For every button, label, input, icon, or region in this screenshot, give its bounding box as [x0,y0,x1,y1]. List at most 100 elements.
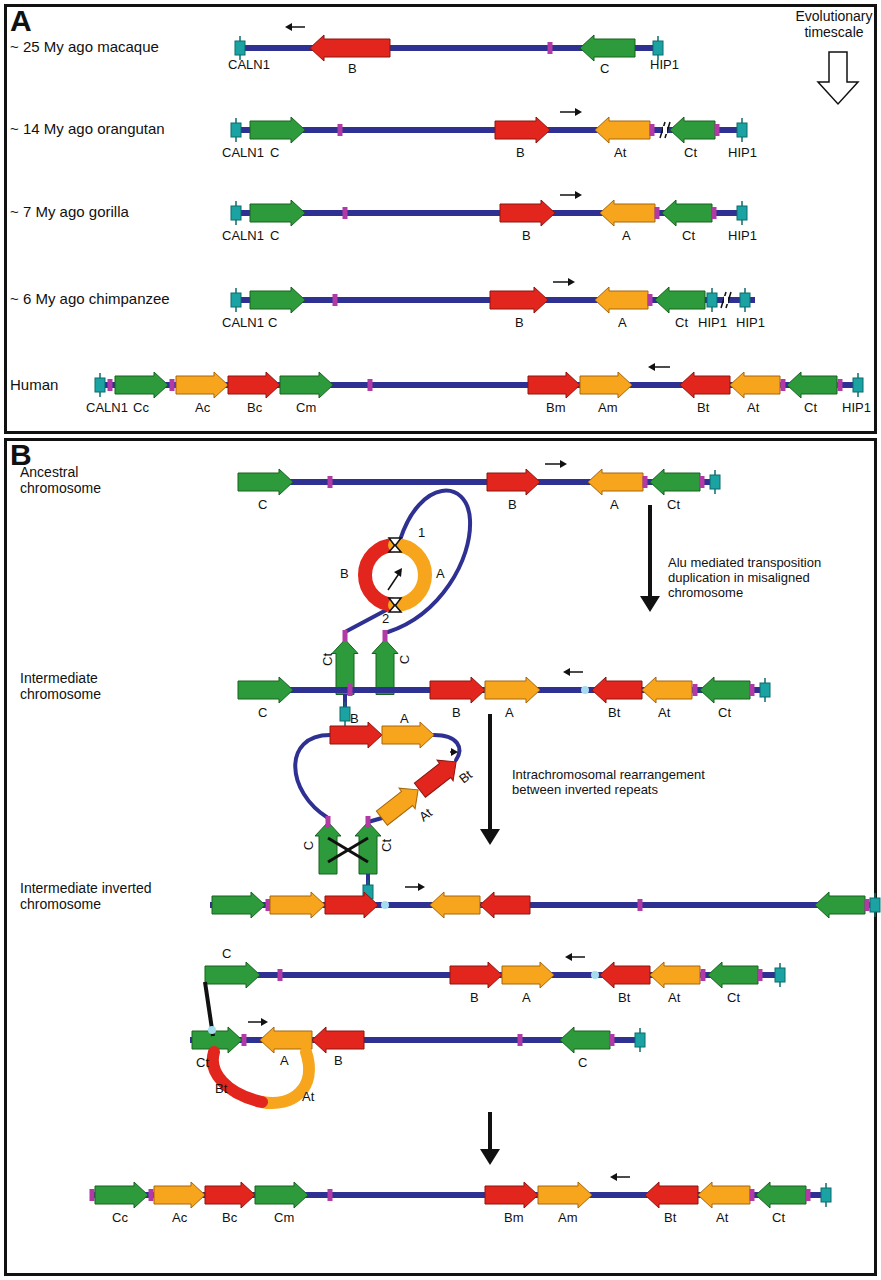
junction-mark [343,630,348,642]
gene-label: Ct [684,146,697,161]
break-mark [721,292,726,308]
gene-label: B [340,567,349,582]
gene-arrow [310,35,390,61]
timescale-arrow [818,52,858,104]
gene-label: A [280,1054,289,1069]
gene-label: C [258,498,267,513]
junction-mark [750,684,755,696]
junction-mark [693,684,698,696]
annotation-text: Evolutionary timescale [790,8,878,40]
chromosome-line [190,1037,645,1043]
breakpoint-dot [381,901,389,909]
gene-arrow [260,1027,312,1053]
gene-label: HIP1 [842,401,871,416]
junction-mark [108,379,113,391]
gene-arrow [580,35,635,61]
chromosome-loop [345,608,390,632]
gene-arrow [528,372,580,398]
chromosome-line [205,972,785,978]
gene-label: C [578,1056,587,1071]
gene-arrow [154,1182,205,1208]
gene-end-marker [340,707,350,721]
orientation-arrow [388,572,400,590]
breakpoint-dot [581,686,589,694]
gene-arrow [280,372,333,398]
gene-arrow [600,962,650,988]
gene-label: B [334,1054,343,1069]
gene-label: A [505,706,514,721]
marker-tick [367,880,369,904]
junction-mark [758,969,763,981]
gene-label: 2 [382,612,389,627]
chromosome-loop [434,735,459,760]
annotation-text: Intermediate inverted chromosome [20,880,160,912]
gene-arrow [670,117,715,143]
gene-arrow [372,640,398,695]
gene-label: C [222,947,231,962]
gene-label: Ct [727,991,740,1006]
junction-mark [700,476,705,488]
junction-mark [326,816,331,828]
gene-end-marker [707,293,717,307]
gene-arrow [680,372,730,398]
junction-mark [865,899,870,911]
gene-label: Ct [667,498,680,513]
orientation-arrowhead [394,568,402,577]
excised-gene-loop [262,1052,309,1103]
gene-label: CALN1 [222,146,264,161]
marker-tick [344,702,346,726]
orientation-arrow [653,366,670,368]
gene-label: C [302,841,317,850]
gene-label: CALN1 [222,316,264,331]
gene-end-marker [635,1033,645,1047]
gene-arrow [588,469,643,495]
annotation-text: Ancestral chromosome [20,464,140,496]
recombination-site [389,538,401,546]
orientation-arrow [615,1176,630,1178]
gene-label: Ct [380,839,395,852]
gene-label: Ct [804,401,817,416]
junction-mark [368,379,373,391]
marker-tick [235,288,237,312]
gene-arrow [332,640,358,695]
gene-arrow [815,892,865,918]
junction-mark [343,207,348,219]
gene-arrow [645,1182,698,1208]
gene-arrow [95,1182,148,1208]
gene-label: Ct [196,1056,209,1071]
orientation-arrowhead [610,1173,617,1181]
gene-end-marker [821,1188,831,1202]
gene-end-marker [737,123,747,137]
marker-tick [874,893,876,917]
gene-arrow [238,677,293,703]
gene-arrow [192,1027,242,1053]
orientation-arrowhead [565,953,572,961]
break-gap [663,126,667,134]
gene-arrow [315,822,341,874]
gene-arrow [355,822,381,874]
orientation-arrow [248,1021,263,1023]
annotation-text: ~ 6 My ago chimpanzee [10,290,170,307]
orientation-arrowhead [560,460,567,468]
annotation-text: Intrachromosomal rearrangement between i… [512,768,712,798]
excised-gene-loop [213,1052,262,1102]
junction-mark [655,207,660,219]
junction-mark [266,899,271,911]
gene-arrow [650,469,700,495]
gene-label: Am [598,401,618,416]
break-mark [660,122,665,138]
junction-mark [548,42,553,54]
gene-label: Bc [222,1211,237,1226]
junction-mark [701,969,706,981]
junction-mark [366,816,371,828]
gene-arrow [325,892,378,918]
gene-label: A [610,498,619,513]
junction-mark [328,1189,333,1201]
chromosome-line [90,1192,830,1198]
gene-arrow [538,1182,592,1208]
junction-mark [149,1189,154,1201]
gene-arrow [595,287,648,313]
chromosome-line [240,687,765,693]
gene-label: Ct [772,1211,785,1226]
gene-label: Ct [718,706,731,721]
